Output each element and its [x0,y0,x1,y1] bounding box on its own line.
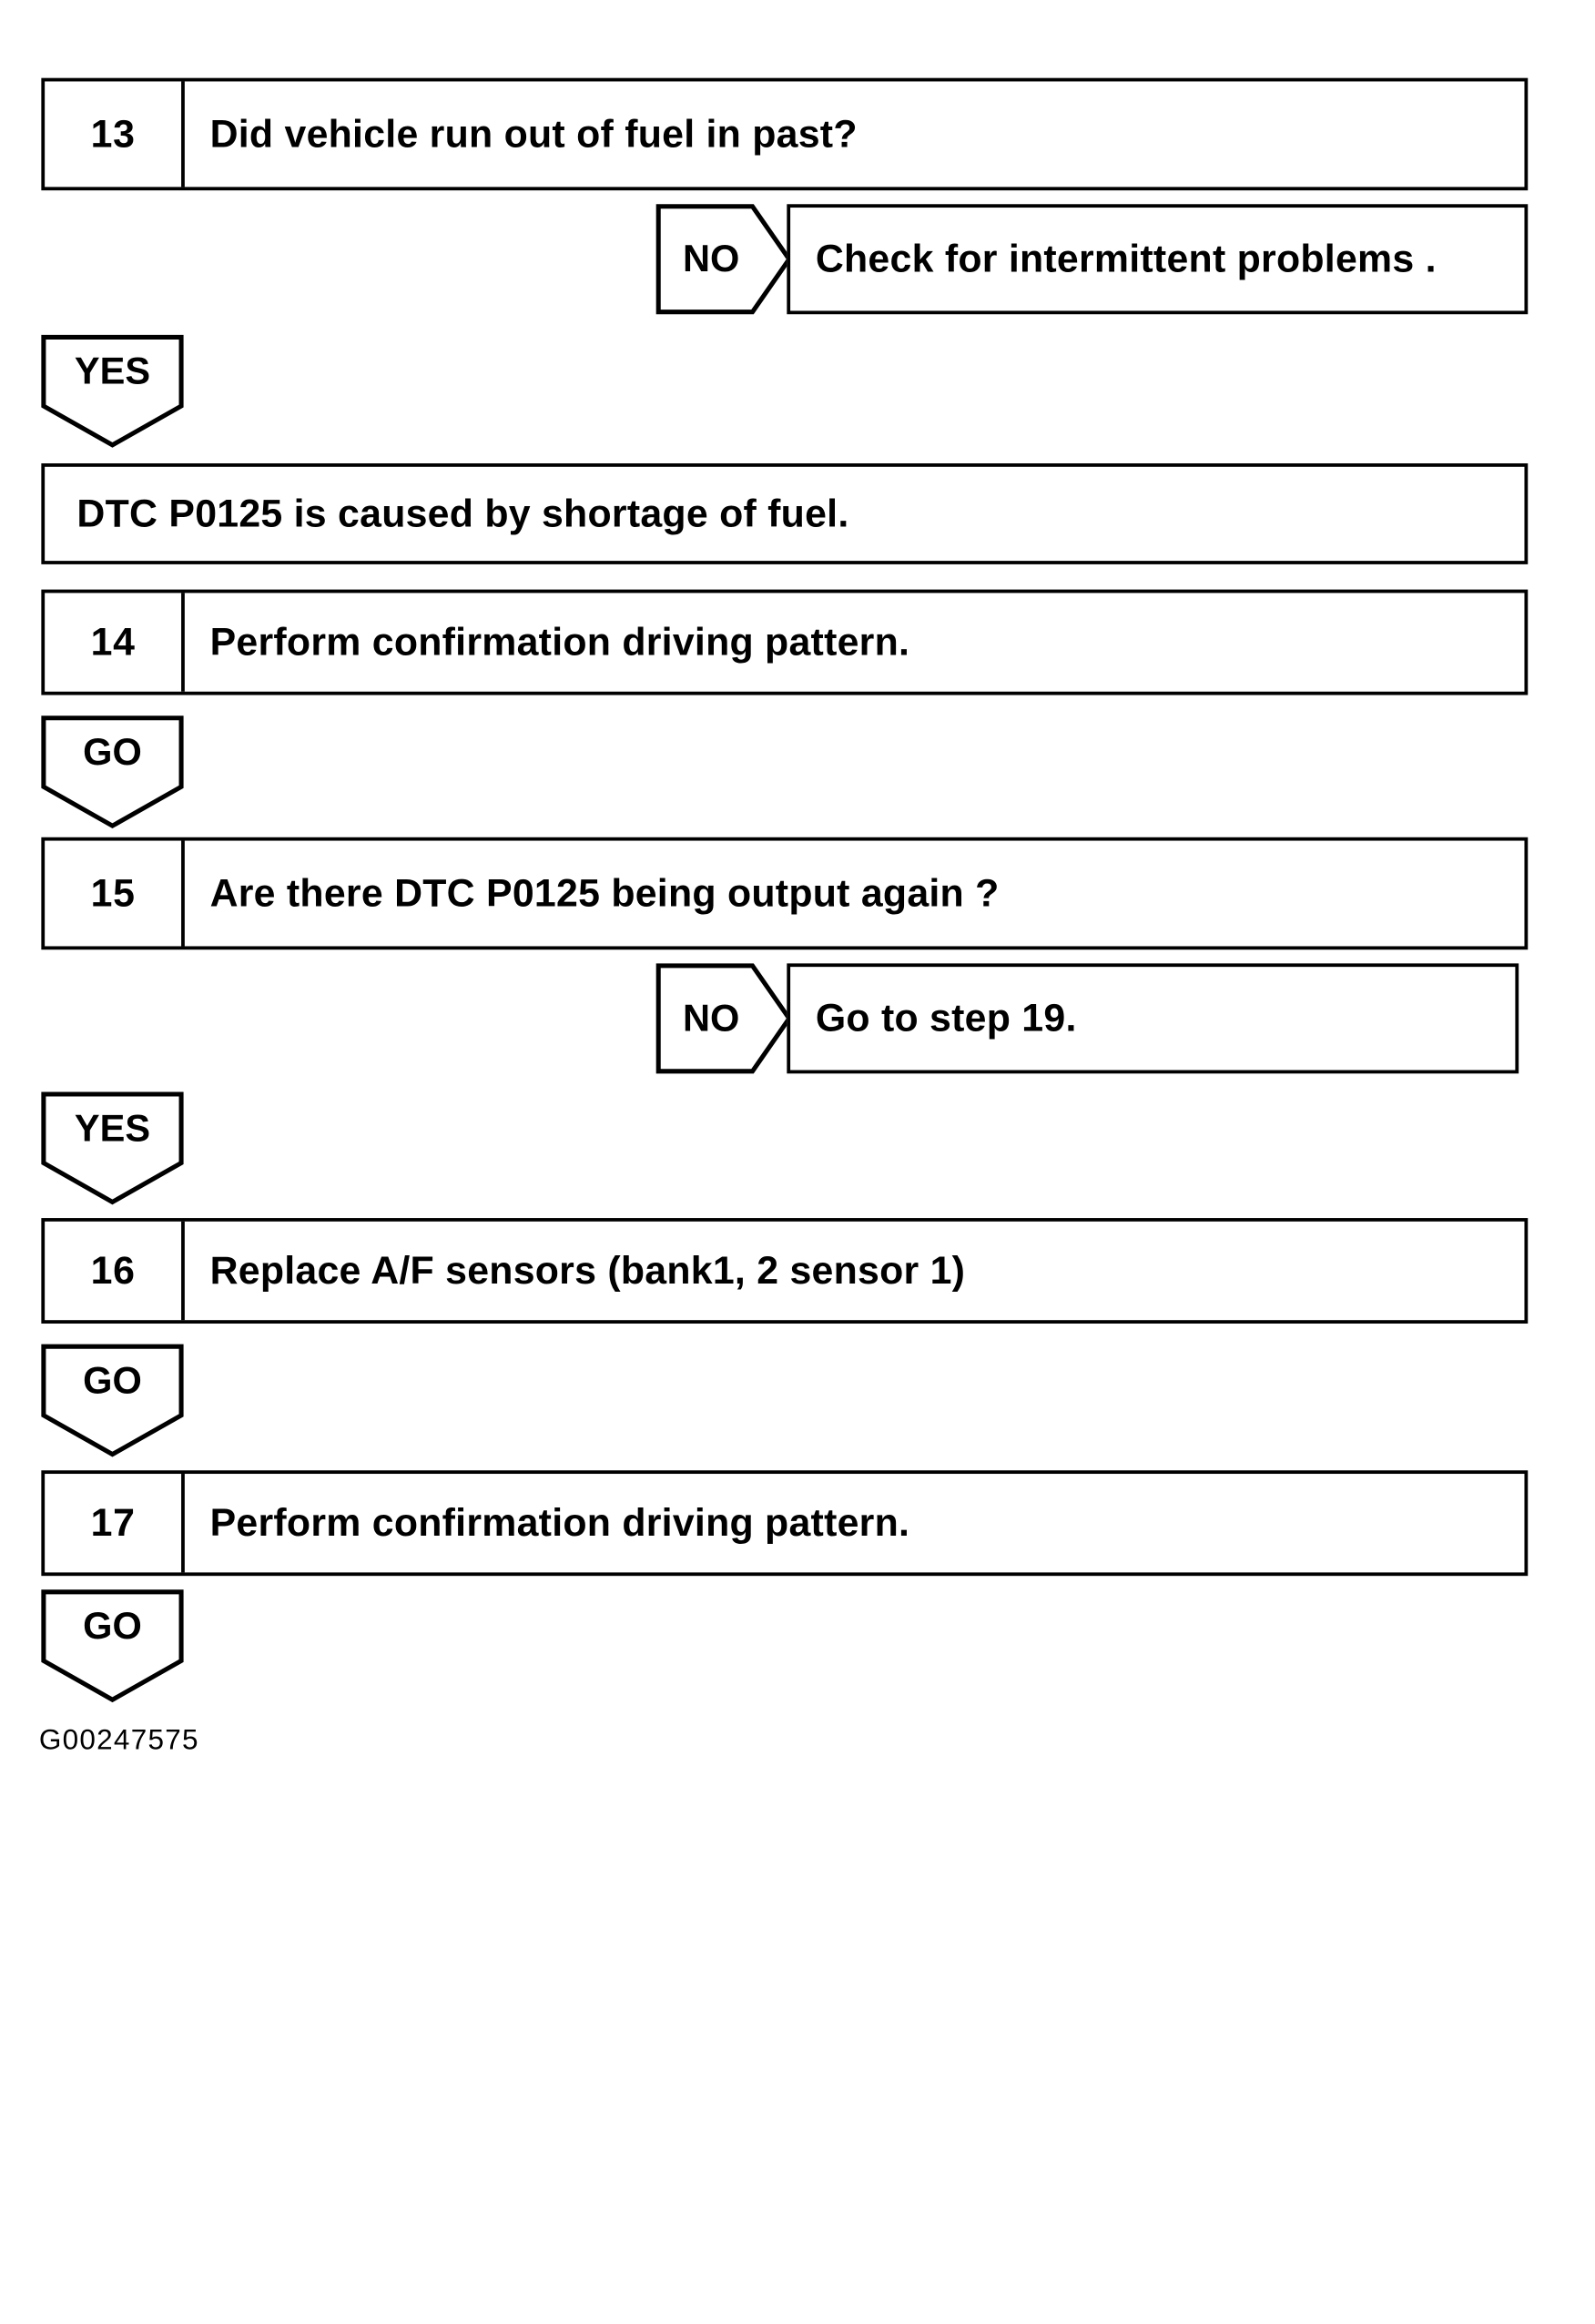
pentagon-down-shape [41,334,184,448]
step-text: Replace A/F sensors (bank1, 2 sensor 1) [209,1248,966,1293]
connector-yes-1: YES [41,334,184,448]
step-text: Perform confirmation driving pattern. [209,620,910,664]
connector-go-2: GO [41,1344,184,1457]
step-number: 15 [45,840,185,947]
step-row-13: 13 Did vehicle run out of fuel in past? [41,77,1529,191]
result-box-intermittent: Check for intermittent problems . [787,204,1529,315]
result-text: Check for intermittent problems . [815,237,1437,281]
connector-no-2: NO [655,963,792,1074]
connector-label: YES [75,1106,150,1149]
connector-label: NO [683,237,739,279]
pentagon-right-shape [655,963,792,1074]
connector-label: YES [75,350,150,392]
pentagon-right-shape [655,204,792,315]
step-text: Are there DTC P0125 being output again ? [209,870,1000,915]
connector-label: NO [683,996,739,1039]
step-row-16: 16 Replace A/F sensors (bank1, 2 sensor … [41,1218,1529,1324]
connector-label: GO [83,1358,142,1401]
result-text: Go to step 19. [815,996,1077,1040]
step-text: Perform confirmation driving pattern. [209,1500,910,1545]
statement-box-dtc-cause: DTC P0125 is caused by shortage of fuel. [41,463,1529,564]
connector-no-1: NO [655,204,792,315]
step-number: 14 [45,593,185,692]
step-row-17: 17 Perform confirmation driving pattern. [41,1470,1529,1577]
connector-label: GO [83,1604,142,1647]
step-text: Did vehicle run out of fuel in past? [209,111,858,156]
pentagon-down-shape [41,715,184,829]
step-number: 16 [45,1221,185,1321]
connector-go-1: GO [41,715,184,829]
step-number: 17 [45,1474,185,1573]
step-row-15: 15 Are there DTC P0125 being output agai… [41,837,1529,950]
pentagon-down-shape [41,1091,184,1205]
connector-go-3: GO [41,1589,184,1703]
figure-id-label: G00247575 [38,1723,199,1756]
pentagon-down-shape [41,1344,184,1457]
statement-text: DTC P0125 is caused by shortage of fuel. [76,491,849,535]
pentagon-down-shape [41,1589,184,1703]
result-box-go-to-step-19: Go to step 19. [787,963,1519,1074]
step-number: 13 [45,81,185,188]
connector-yes-2: YES [41,1091,184,1205]
step-row-14: 14 Perform confirmation driving pattern. [41,589,1529,695]
connector-label: GO [83,730,142,773]
